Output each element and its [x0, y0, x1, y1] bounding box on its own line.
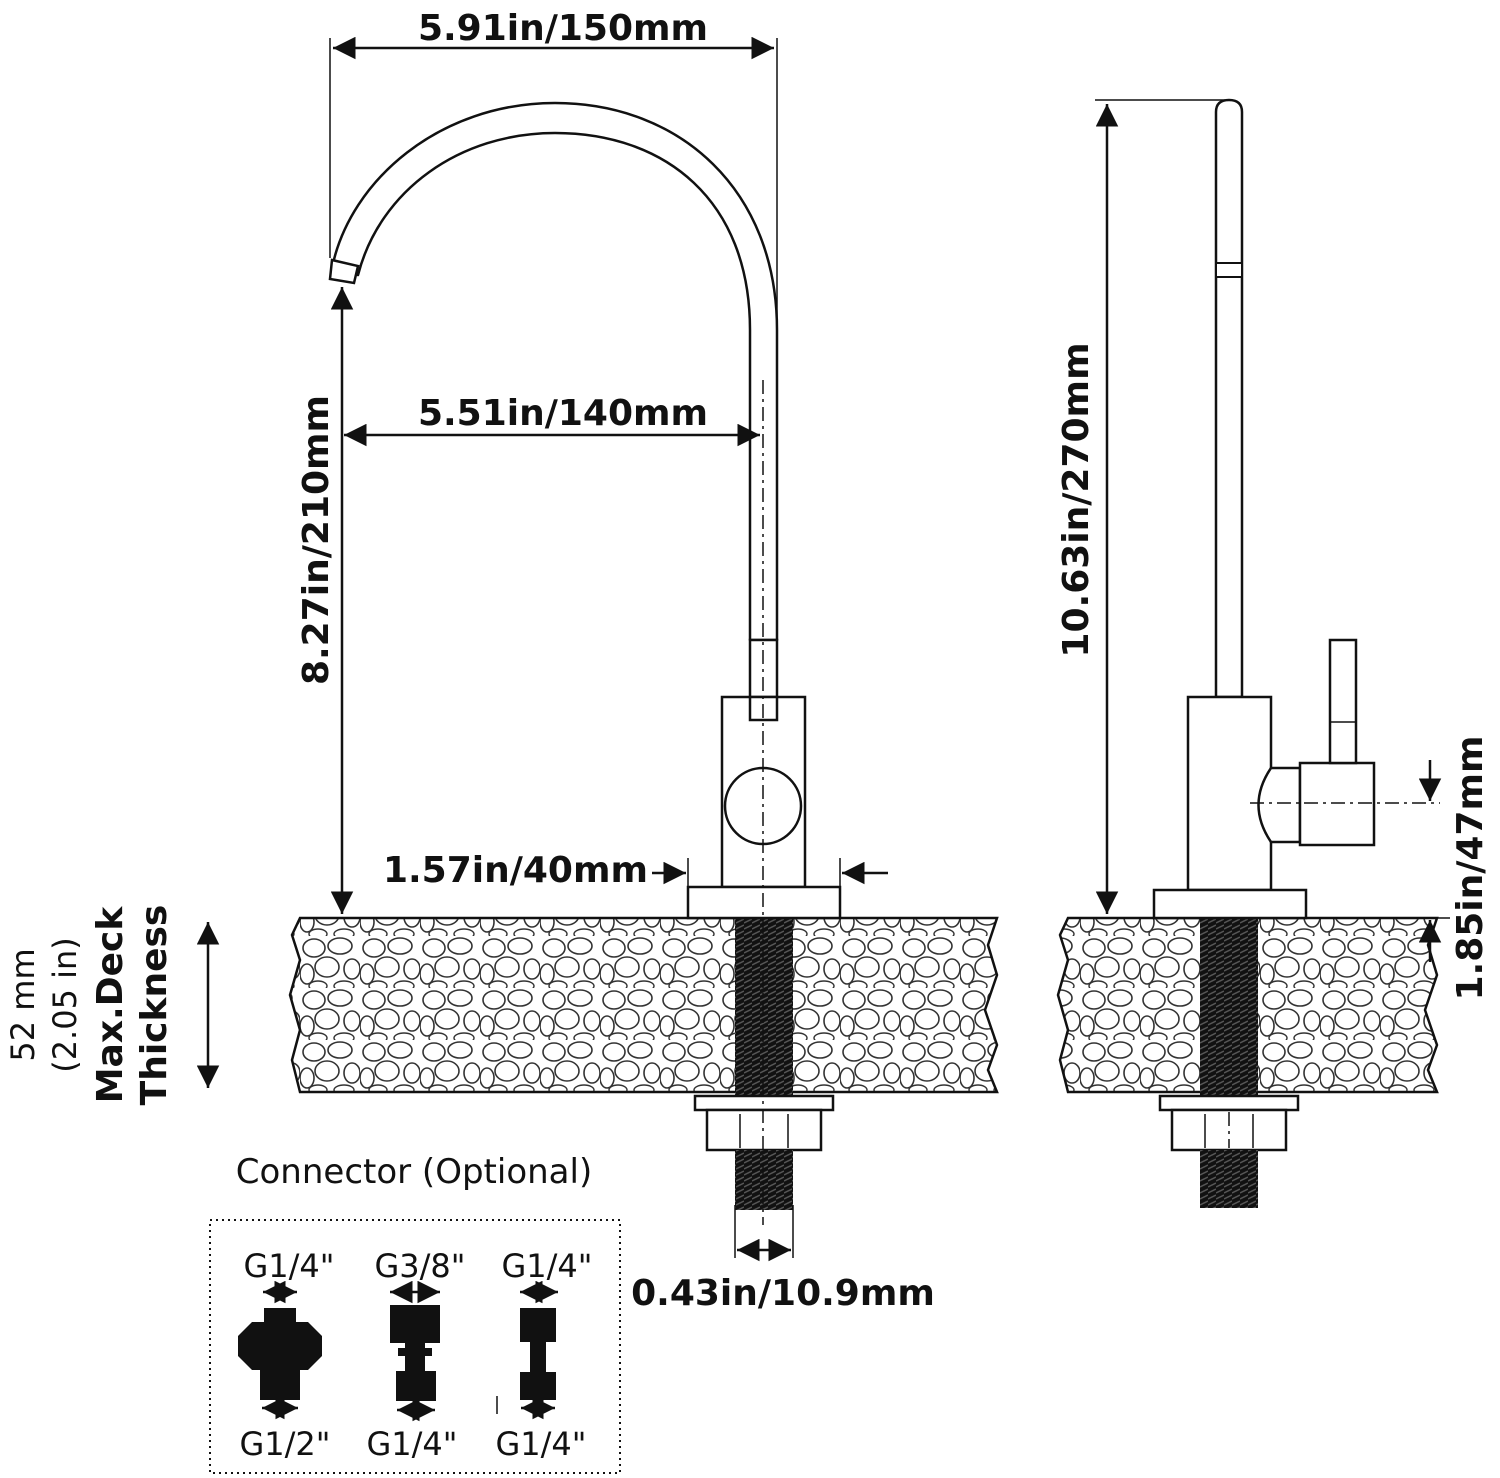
connector-3-head: [520, 1308, 556, 1342]
connector-item-1: G1/4" G1/2": [238, 1247, 335, 1463]
deck-label-line1: Max.Deck: [90, 906, 131, 1104]
connector-1-hex-nut: [238, 1322, 322, 1370]
connector-2-bottom-label: G1/4": [366, 1425, 457, 1463]
dim-spout-height-label: 8.27in/210mm: [296, 395, 337, 685]
front-view: 5.91in/150mm 5.51in/140mm 8.27in/210mm 1…: [4, 8, 999, 1314]
washer-front: [693, 1094, 835, 1112]
connector-panel: Connector (Optional) G1/4" G1/2" G3/8" G…: [209, 1152, 621, 1474]
dim-shank-label: 0.43in/10.9mm: [631, 1273, 935, 1314]
deck-thickness-mm: 52 mm: [4, 948, 42, 1061]
spout-side: [1214, 98, 1244, 699]
deck-label-line2: Thickness: [134, 905, 175, 1106]
connector-item-2: G3/8" G1/4": [366, 1247, 465, 1463]
connector-2-tail: [396, 1371, 436, 1401]
spout-gooseneck-front: [330, 101, 779, 642]
handle-lever-side: [1328, 638, 1358, 765]
connector-3-top-label: G1/4": [501, 1247, 592, 1285]
handle-neck-side: [1257, 766, 1302, 844]
threaded-shank-front: [735, 918, 793, 1096]
connector-title: Connector (Optional): [236, 1152, 592, 1192]
faucet-body-side: [1186, 695, 1273, 892]
spout-tip-front: [328, 258, 360, 285]
dim-reach-center-label: 5.51in/140mm: [418, 393, 708, 434]
connector-3-tail: [520, 1372, 556, 1400]
connector-2-top-label: G3/8": [374, 1247, 465, 1285]
bottom-thread-side: [1200, 1150, 1258, 1208]
dim-reach-total-label: 5.91in/150mm: [418, 8, 708, 49]
spout-outlet-side: [1215, 262, 1243, 278]
threaded-shank-side: [1200, 918, 1258, 1096]
base-plate-front: [686, 885, 842, 920]
connector-item-3: G1/4" G1/4": [495, 1247, 592, 1463]
deck-thickness-in: (2.05 in): [46, 937, 84, 1073]
countertop-front: [288, 916, 999, 1094]
side-view: 10.63in/270mm 1.85in/47mm: [1056, 98, 1491, 1208]
dim-handle-height-label: 1.85in/47mm: [1450, 735, 1491, 1000]
connector-2-head: [390, 1305, 440, 1343]
connector-box: [209, 1219, 621, 1474]
connector-1-top-label: G1/4": [243, 1247, 334, 1285]
dim-total-height-label: 10.63in/270mm: [1056, 342, 1097, 657]
nut-front: [705, 1108, 823, 1152]
handle-hub-side: [1298, 761, 1376, 847]
bottom-thread-front: [735, 1150, 793, 1210]
connector-1-bottom-label: G1/2": [239, 1425, 330, 1463]
washer-side: [1158, 1094, 1300, 1112]
dim-base-diameter-label: 1.57in/40mm: [383, 850, 648, 891]
base-plate-side: [1152, 888, 1308, 920]
connector-3-bottom-label: G1/4": [495, 1425, 586, 1463]
